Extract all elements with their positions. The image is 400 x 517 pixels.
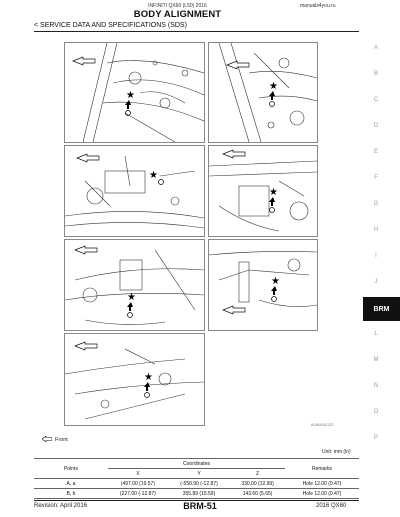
header-site: manuals4you.ru	[300, 3, 336, 9]
legend-label: Front	[55, 437, 68, 443]
measuring-point-star-icon: ★	[269, 187, 278, 213]
header-coordinates: Coordinates	[108, 458, 285, 469]
side-index-p[interactable]: P	[373, 435, 378, 441]
unit-note: Unit: mm (in)	[322, 449, 351, 455]
measuring-point-star-icon: ★	[127, 292, 136, 318]
table-header-row: Points Coordinates Remarks	[34, 458, 359, 479]
side-tab-brm[interactable]: BRM	[363, 297, 400, 321]
coordinates-table: Points Coordinates Remarks X Y Z A, a (4…	[34, 458, 359, 499]
front-arrow-icon	[74, 341, 98, 351]
front-arrow-icon	[222, 305, 246, 315]
svg-text:★: ★	[149, 170, 158, 181]
side-index-m[interactable]: M	[373, 357, 379, 363]
cell-z: 330.00 (12.99)	[230, 478, 285, 489]
side-index-c[interactable]: C	[373, 97, 379, 103]
cell-points: B, b	[34, 488, 108, 499]
front-arrow-icon	[41, 435, 53, 444]
measuring-point-star-icon: ★	[125, 90, 135, 116]
header-points: Points	[34, 458, 108, 479]
header-remarks: Remarks	[285, 458, 359, 479]
page-number: BRM-51	[183, 501, 217, 511]
side-index-g[interactable]: G	[373, 201, 379, 207]
svg-text:★: ★	[127, 292, 136, 303]
cell-remarks: Hole 12.00 (0.47)	[285, 488, 359, 499]
cell-y: 355.89 (15.59)	[167, 488, 231, 499]
side-index-d[interactable]: D	[373, 123, 379, 129]
side-index-b[interactable]: B	[373, 71, 378, 77]
measuring-point-star-icon: ★	[144, 372, 153, 398]
cell-points: A, a	[34, 478, 108, 489]
header-divider	[34, 31, 359, 32]
front-arrow-icon	[222, 149, 246, 159]
measuring-point-star-icon: ★	[149, 170, 164, 185]
header-y: Y	[167, 468, 231, 479]
side-index-h[interactable]: H	[373, 227, 379, 233]
cell-remarks: Hole 12.00 (0.47)	[285, 478, 359, 489]
measuring-point-star-icon: ★	[269, 81, 278, 107]
header-subtitle: INFINITI QX60 (L50) 2016	[148, 3, 207, 9]
svg-text:★: ★	[126, 90, 135, 101]
cell-y: (-550.90 (-12.87)	[167, 478, 231, 489]
svg-text:★: ★	[144, 372, 153, 383]
header-z: Z	[230, 468, 285, 479]
diagram-panel-7: ★	[64, 333, 205, 426]
side-index-a[interactable]: A	[373, 45, 378, 51]
footer-revision: Revision: April 2016	[34, 503, 88, 509]
table-row: A, a (497.00 (19.57) (-550.90 (-12.87) 3…	[34, 478, 359, 489]
side-index-n[interactable]: N	[373, 383, 379, 389]
cell-x: (227.00 (-12.87)	[108, 488, 168, 499]
svg-text:★: ★	[271, 276, 280, 287]
svg-text:★: ★	[269, 81, 278, 92]
figure-legend: Front	[41, 435, 68, 444]
diagram-panel-1: ★	[64, 42, 205, 143]
side-index-o[interactable]: O	[373, 409, 379, 415]
diagram-panel-3: ★	[64, 145, 205, 237]
side-index-f[interactable]: F	[374, 175, 378, 181]
page-title: BODY ALIGNMENT	[133, 9, 222, 20]
cell-z: 143.60 (5.65)	[230, 488, 285, 499]
table-row: B, b (227.00 (-12.87) 355.89 (15.59) 143…	[34, 488, 359, 499]
header-x: X	[108, 468, 168, 479]
diagram-panel-6: ★	[208, 239, 318, 331]
front-arrow-icon	[226, 60, 250, 70]
side-index-j[interactable]: J	[374, 279, 378, 285]
footer-model: 2016 QX60	[316, 503, 347, 509]
diagram-panel-2: ★	[208, 42, 318, 143]
side-index-i[interactable]: I	[375, 253, 377, 259]
front-arrow-icon	[74, 245, 98, 255]
front-arrow-icon	[76, 153, 100, 163]
diagram-panel-5: ★	[64, 239, 205, 331]
measuring-point-star-icon: ★	[271, 276, 280, 302]
side-index-e[interactable]: E	[373, 149, 378, 155]
figure-caption: ALMIA0612ZZ	[311, 423, 334, 427]
front-arrow-icon	[72, 56, 96, 66]
cell-x: (497.00 (19.57)	[108, 478, 168, 489]
section-breadcrumb[interactable]: < SERVICE DATA AND SPECIFICATIONS (SDS)	[34, 22, 187, 29]
footer-divider	[34, 500, 359, 501]
side-index-l[interactable]: L	[374, 331, 378, 337]
svg-text:★: ★	[269, 187, 278, 198]
diagram-panel-4: ★	[208, 145, 318, 237]
